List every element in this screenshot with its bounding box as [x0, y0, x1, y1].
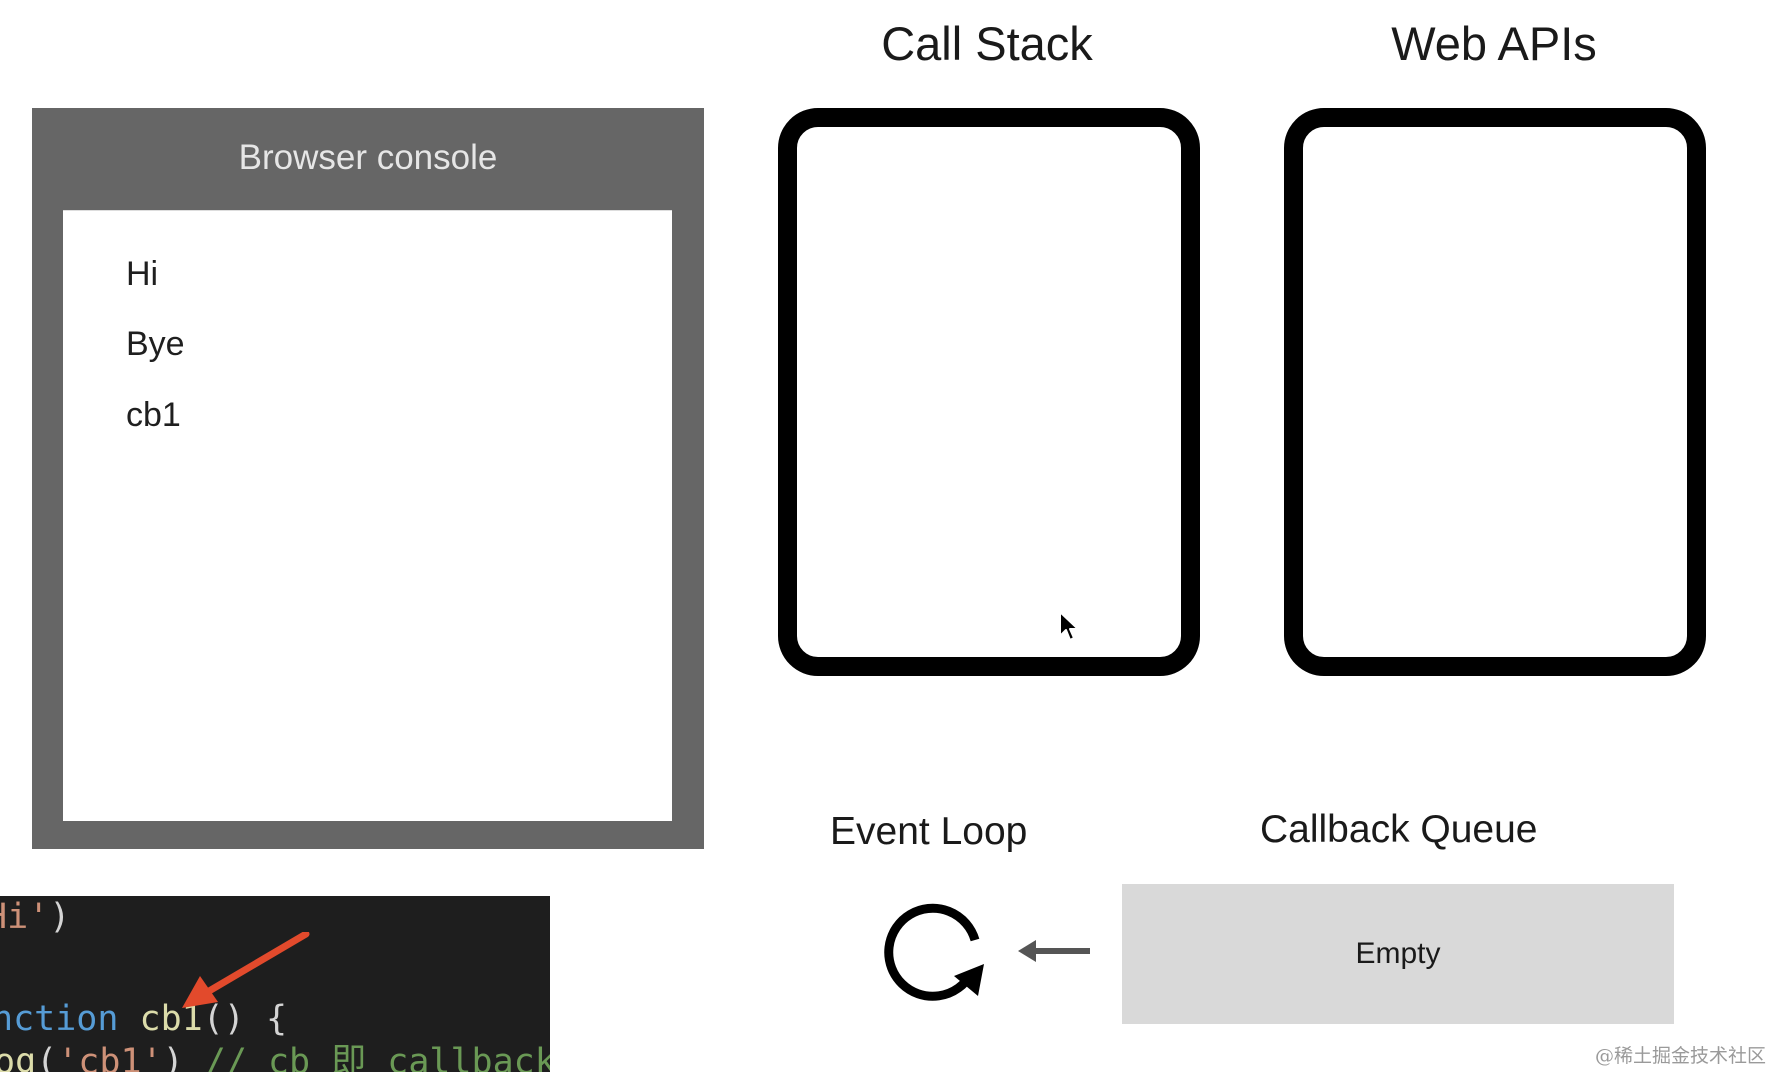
code-line: og('cb1') // cb 即 callback: [0, 1041, 550, 1072]
callback-queue-box: Empty: [1122, 884, 1674, 1024]
annotation-arrow-icon: [182, 932, 310, 1008]
code-function-name: og: [0, 1042, 37, 1072]
call-stack-panel: [778, 108, 1200, 676]
code-punctuation: ): [49, 897, 71, 937]
console-line: cb1: [126, 396, 181, 434]
console-title: Browser console: [238, 138, 498, 177]
code-line: Hi'): [0, 896, 70, 939]
console-output: Hi Bye cb1: [63, 210, 672, 821]
code-punctuation: (: [36, 1042, 58, 1072]
queue-status: Empty: [1355, 937, 1441, 970]
code-string: 'cb1': [57, 1042, 163, 1072]
code-line: nction cb1() {: [0, 998, 287, 1041]
code-string: Hi': [0, 897, 50, 937]
callback-queue-title: Callback Queue: [1260, 808, 1538, 851]
code-keyword: nction: [0, 999, 119, 1039]
event-loop-title: Event Loop: [830, 810, 1028, 853]
web-apis-panel: [1284, 108, 1706, 676]
code-comment: // cb 即 callback: [204, 1042, 550, 1072]
console-line: Bye: [126, 325, 185, 363]
loop-arrow-icon: [884, 903, 984, 1001]
browser-console: Browser console Hi Bye cb1: [32, 108, 704, 849]
call-stack-title: Call Stack: [881, 17, 1093, 70]
arrow-left-icon: [1018, 940, 1090, 962]
watermark: @稀土掘金技术社区: [1594, 1045, 1766, 1067]
console-line: Hi: [126, 255, 159, 293]
web-apis-title: Web APIs: [1391, 17, 1597, 70]
code-snippet: Hi') nction cb1() { og('cb1') // cb 即 ca…: [0, 896, 550, 1072]
code-punctuation: ): [162, 1042, 184, 1072]
code-punctuation: () {: [202, 999, 288, 1039]
mouse-cursor-icon: [1059, 611, 1079, 641]
